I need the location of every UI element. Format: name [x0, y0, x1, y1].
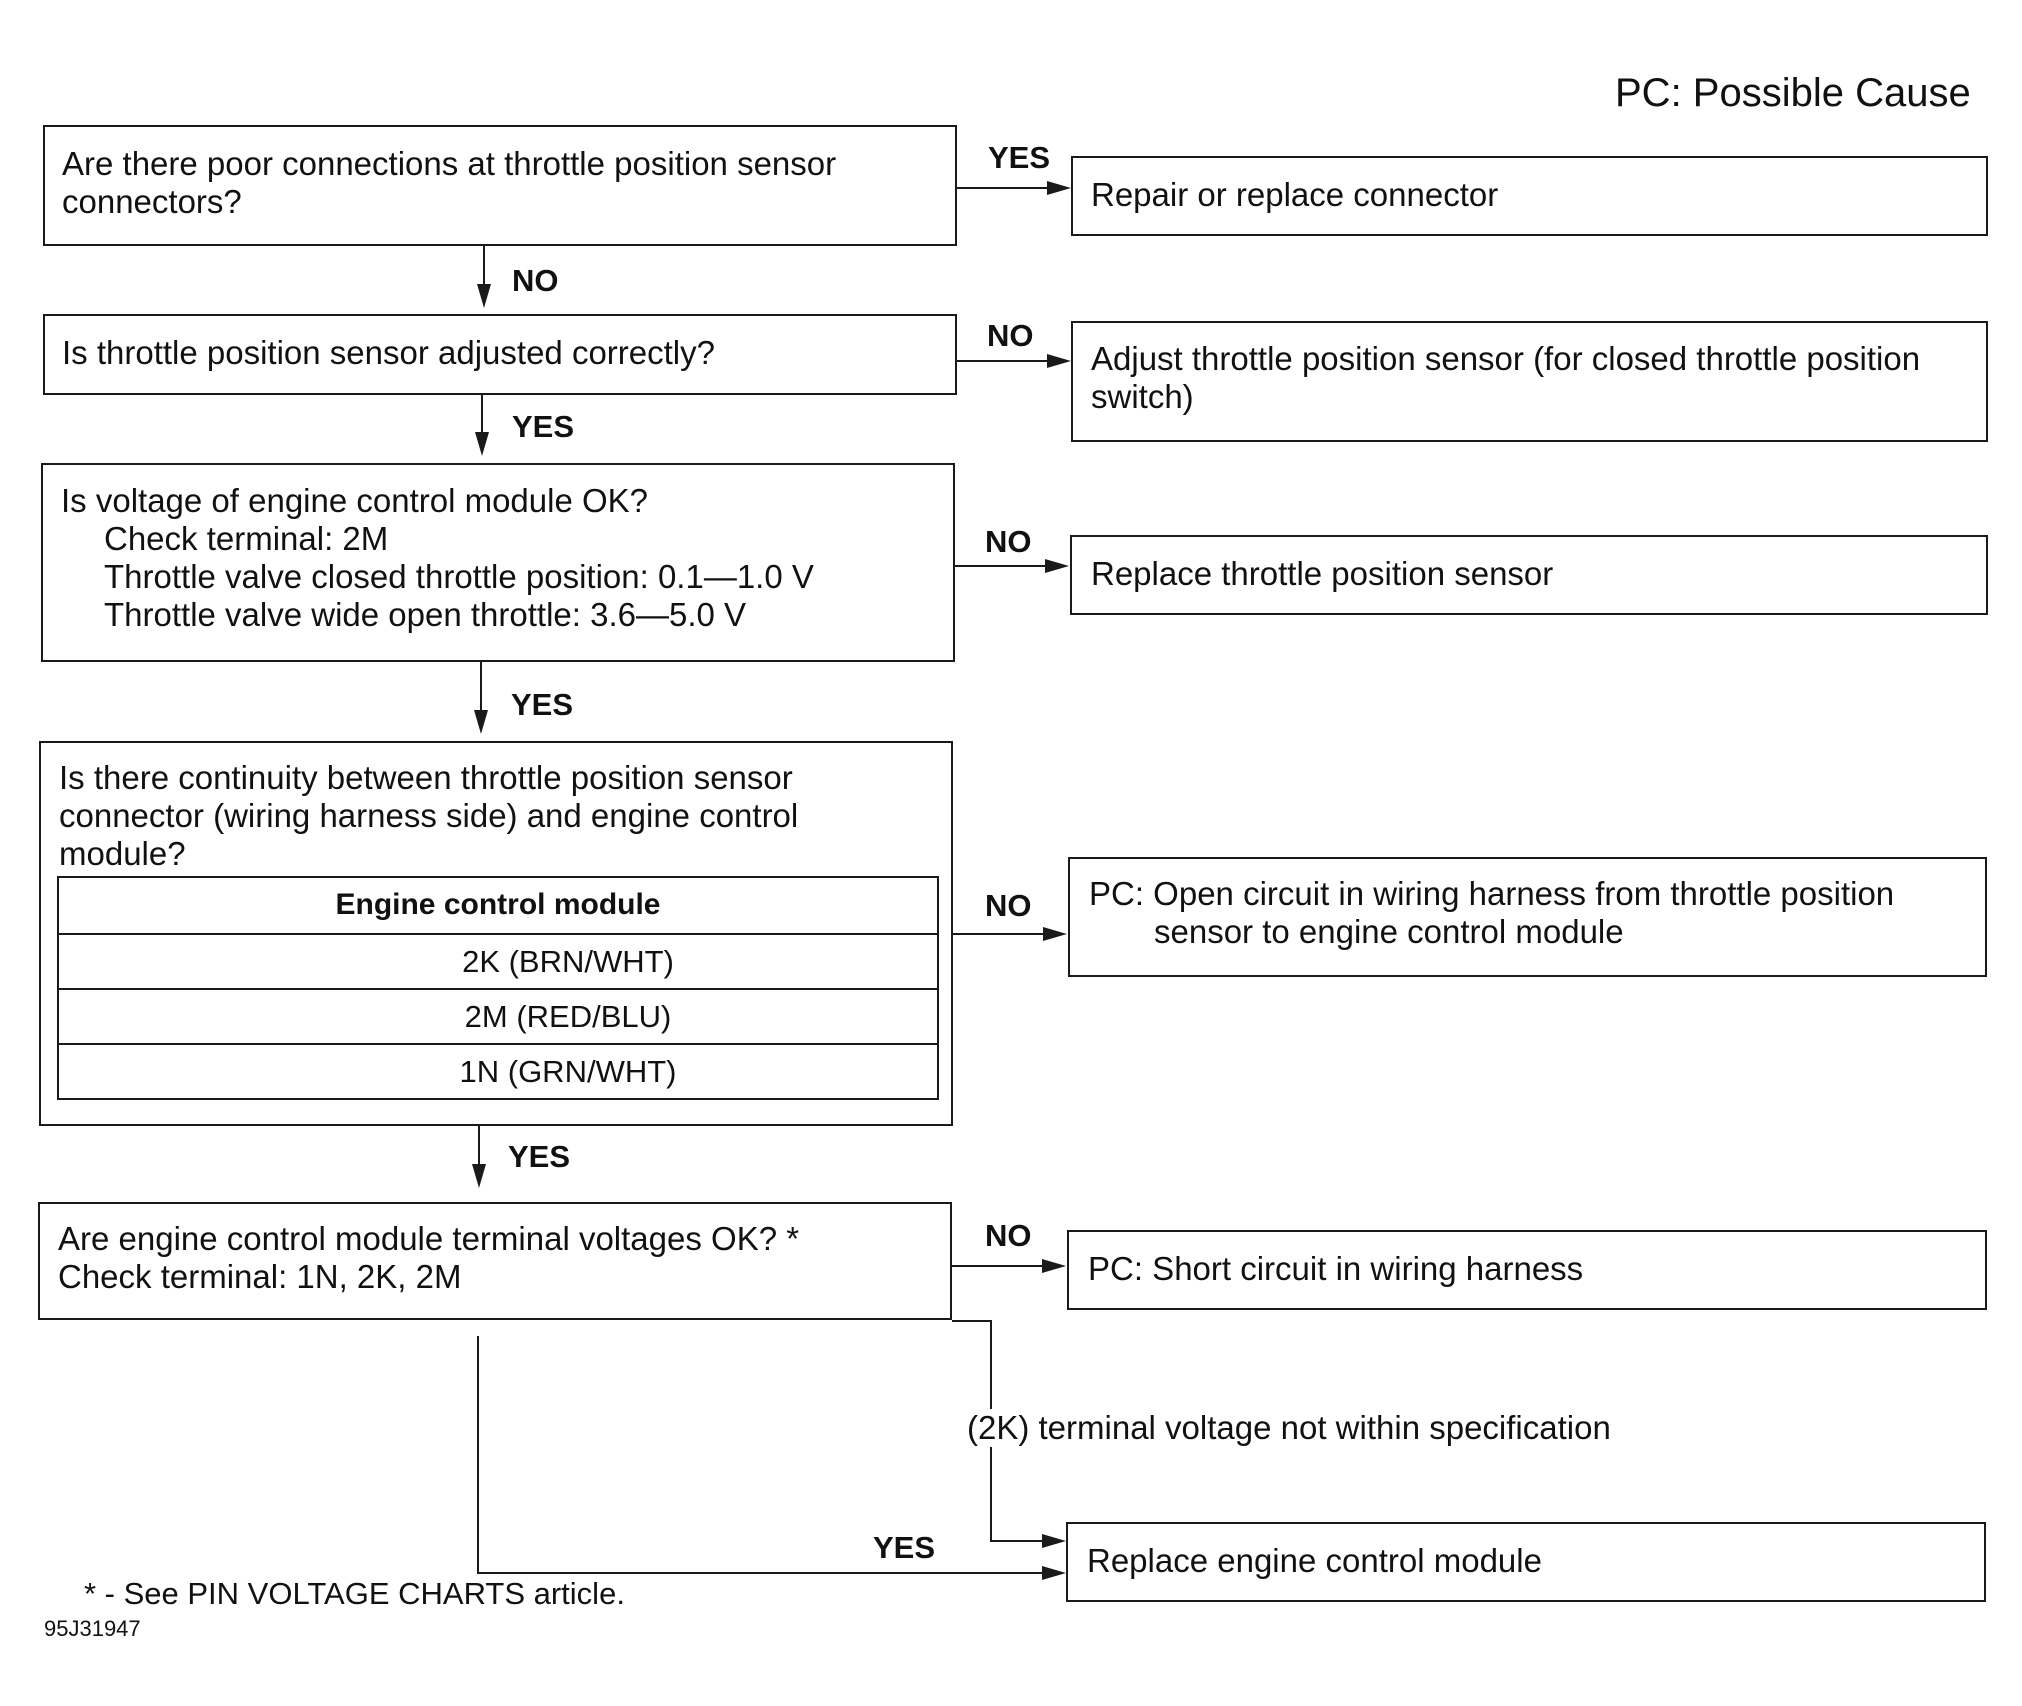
action-2-line-1: Adjust throttle position sensor (for clo…: [1091, 340, 1921, 377]
action-4-line-2: sensor to engine control module: [1154, 913, 1624, 950]
table-row: 2M (RED/BLU): [59, 988, 937, 1043]
no-label: NO: [985, 1218, 1032, 1253]
action-2-line-2: switch): [1091, 378, 1194, 415]
arrow-right-icon: [1042, 1534, 1066, 1548]
question-3-detail: Throttle valve closed throttle position:…: [104, 558, 814, 595]
arrow-right-icon: [1042, 1259, 1066, 1273]
action-4-line-1: PC: Open circuit in wiring harness from …: [1089, 875, 1895, 912]
connector-line: [957, 187, 1049, 189]
spec-note-label: (2K) terminal voltage not within specifi…: [965, 1409, 1613, 1447]
action-4-box: PC: Open circuit in wiring harness from …: [1068, 857, 1987, 977]
action-6-box: Replace engine control module: [1066, 1522, 1986, 1602]
action-3-box: Replace throttle position sensor: [1070, 535, 1988, 615]
connector-line: [955, 565, 1047, 567]
action-1-text: Repair or replace connector: [1091, 176, 1499, 213]
connector-line: [953, 933, 1045, 935]
action-6-text: Replace engine control module: [1087, 1542, 1542, 1579]
action-3-text: Replace throttle position sensor: [1091, 555, 1554, 592]
no-label: NO: [512, 263, 559, 298]
question-3-box: Is voltage of engine control module OK? …: [41, 463, 955, 662]
question-3-detail: Throttle valve wide open throttle: 3.6—5…: [104, 596, 747, 633]
question-5-line-1: Are engine control module terminal volta…: [58, 1220, 800, 1257]
connector-line: [483, 246, 485, 286]
question-1-line-1: Are there poor connections at throttle p…: [62, 145, 837, 182]
action-5-text: PC: Short circuit in wiring harness: [1088, 1250, 1584, 1287]
arrow-right-icon: [1047, 181, 1071, 195]
yes-label: YES: [511, 687, 574, 722]
connector-line: [477, 1336, 479, 1574]
question-5-box: Are engine control module terminal volta…: [38, 1202, 952, 1320]
connector-line: [478, 1126, 480, 1166]
arrow-down-icon: [477, 284, 491, 308]
connector-line: [481, 395, 483, 434]
arrow-right-icon: [1042, 1566, 1066, 1580]
table-row: 2K (BRN/WHT): [59, 933, 937, 988]
arrow-right-icon: [1045, 559, 1069, 573]
question-1-box: Are there poor connections at throttle p…: [43, 125, 957, 246]
question-2-text: Is throttle position sensor adjusted cor…: [62, 334, 715, 371]
no-label: NO: [987, 318, 1034, 353]
connector-line: [957, 360, 1049, 362]
connector-line: [480, 662, 482, 712]
connector-line: [990, 1540, 1044, 1542]
action-5-box: PC: Short circuit in wiring harness: [1067, 1230, 1987, 1310]
question-4-line-1: Is there continuity between throttle pos…: [59, 759, 793, 796]
table-header: Engine control module: [335, 888, 661, 921]
arrow-down-icon: [475, 432, 489, 456]
arrow-right-icon: [1047, 354, 1071, 368]
question-3-title: Is voltage of engine control module OK?: [61, 482, 649, 519]
arrow-down-icon: [474, 710, 488, 734]
table-row: 1N (GRN/WHT): [59, 1043, 937, 1098]
action-1-box: Repair or replace connector: [1071, 156, 1988, 236]
question-5-line-2: Check terminal: 1N, 2K, 2M: [58, 1258, 462, 1295]
question-1-line-2: connectors?: [62, 183, 242, 220]
yes-label: YES: [512, 409, 575, 444]
arrow-down-icon: [472, 1164, 486, 1188]
question-4-line-3: module?: [59, 835, 186, 872]
no-label: NO: [985, 524, 1032, 559]
question-4-line-2: connector (wiring harness side) and engi…: [59, 797, 799, 834]
no-label: NO: [985, 888, 1032, 923]
question-3-detail: Check terminal: 2M: [104, 520, 389, 557]
action-2-box: Adjust throttle position sensor (for clo…: [1071, 321, 1988, 442]
yes-label: YES: [988, 140, 1051, 175]
connector-line: [952, 1320, 992, 1322]
arrow-right-icon: [1043, 927, 1067, 941]
footnote-text: * - See PIN VOLTAGE CHARTS article.: [84, 1576, 625, 1611]
yes-label: YES: [508, 1139, 571, 1174]
connector-line: [477, 1572, 1044, 1574]
figure-code: 95J31947: [44, 1616, 141, 1641]
yes-label: YES: [873, 1530, 936, 1565]
legend-text: PC: Possible Cause: [1615, 71, 1971, 115]
connector-line: [952, 1265, 1044, 1267]
question-2-box: Is throttle position sensor adjusted cor…: [43, 314, 957, 395]
terminal-table: Engine control module 2K (BRN/WHT) 2M (R…: [57, 876, 939, 1100]
